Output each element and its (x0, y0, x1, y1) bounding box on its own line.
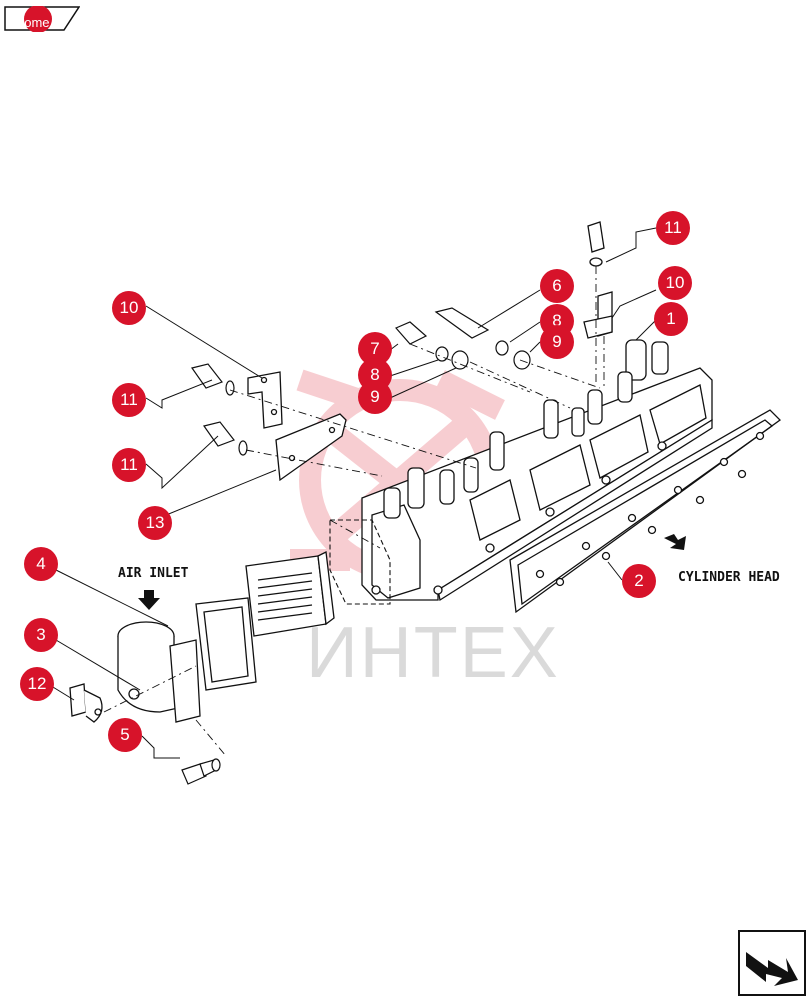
callout-12[interactable]: 12 (20, 667, 54, 701)
center-lines (103, 266, 605, 757)
inlet-flange-gasket (329, 519, 391, 605)
bolts-left (191, 363, 248, 456)
air-inlet-arrow-icon (138, 590, 160, 610)
heater-gasket (195, 597, 257, 691)
leader-lines (47, 227, 657, 759)
callout-13[interactable]: 13 (138, 506, 172, 540)
watermark-text: ИНТЕХ (306, 613, 560, 693)
air-inlet-elbow (117, 621, 201, 723)
callout-10-right[interactable]: 10 (658, 266, 692, 300)
bracket-left (247, 371, 283, 429)
home-button-frame (4, 6, 80, 32)
manifold-bosses (383, 339, 669, 519)
cover-plate (275, 413, 347, 482)
callout-11-low[interactable]: 11 (112, 448, 146, 482)
callout-3[interactable]: 3 (24, 618, 58, 652)
callout-2[interactable]: 2 (622, 564, 656, 598)
cylinder-head-arrow-icon (664, 534, 686, 550)
intake-manifold (361, 339, 713, 602)
callout-5[interactable]: 5 (108, 718, 142, 752)
bolts-upper (395, 307, 531, 370)
callout-4[interactable]: 4 (24, 547, 58, 581)
bracket-right (583, 221, 613, 339)
callout-1[interactable]: 1 (654, 302, 688, 336)
cylinder-head-label: CYLINDER HEAD (678, 570, 780, 585)
next-arrow-icon (738, 930, 806, 996)
manifold-ports (371, 384, 707, 599)
callout-9-left[interactable]: 9 (358, 380, 392, 414)
callout-10-left[interactable]: 10 (112, 291, 146, 325)
air-inlet-label: AIR INLET (118, 566, 189, 581)
flange-holes (371, 441, 667, 595)
next-page-button[interactable] (738, 930, 806, 1000)
callout-11-mid[interactable]: 11 (112, 383, 146, 417)
callout-6[interactable]: 6 (540, 269, 574, 303)
manifold-gasket (509, 409, 781, 614)
callout-9-right[interactable]: 9 (540, 325, 574, 359)
callout-11-top[interactable]: 11 (656, 211, 690, 245)
clamp-bracket (69, 683, 103, 723)
elbow-bolt (181, 758, 221, 785)
home-label: home (17, 15, 50, 30)
intake-heater (245, 551, 335, 637)
